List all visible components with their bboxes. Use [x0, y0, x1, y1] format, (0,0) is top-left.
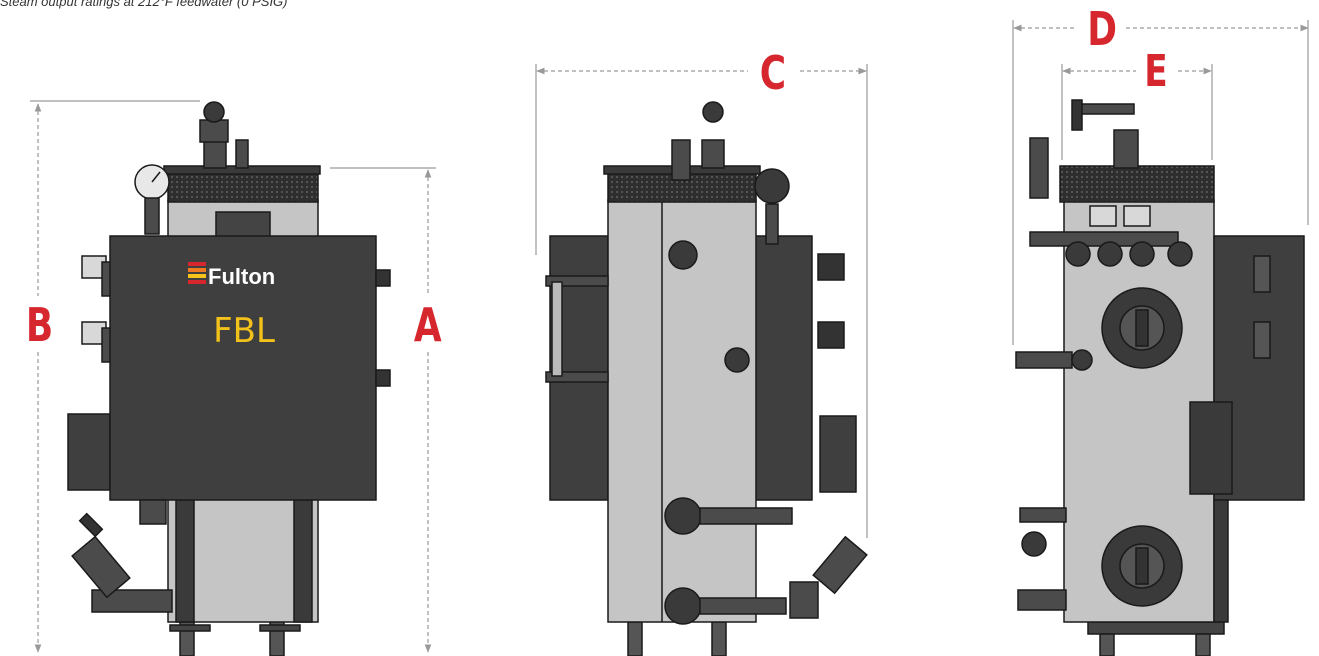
dimension-label-c: C	[759, 46, 787, 100]
fulton-logo	[188, 262, 206, 284]
dimension-label-a: A	[413, 298, 442, 352]
front-view	[67, 101, 391, 656]
brand-name: Fulton	[208, 264, 275, 289]
dimension-lines	[30, 20, 1309, 653]
dimension-label-b: B	[25, 298, 54, 352]
dimension-label-d: D	[1087, 2, 1117, 56]
side-view	[545, 101, 868, 656]
model-label: FBL	[213, 311, 275, 351]
rear-view	[1015, 99, 1305, 656]
figure-caption: Steam output ratings at 212°F feedwater …	[0, 0, 288, 9]
dimension-label-e: E	[1144, 46, 1168, 97]
